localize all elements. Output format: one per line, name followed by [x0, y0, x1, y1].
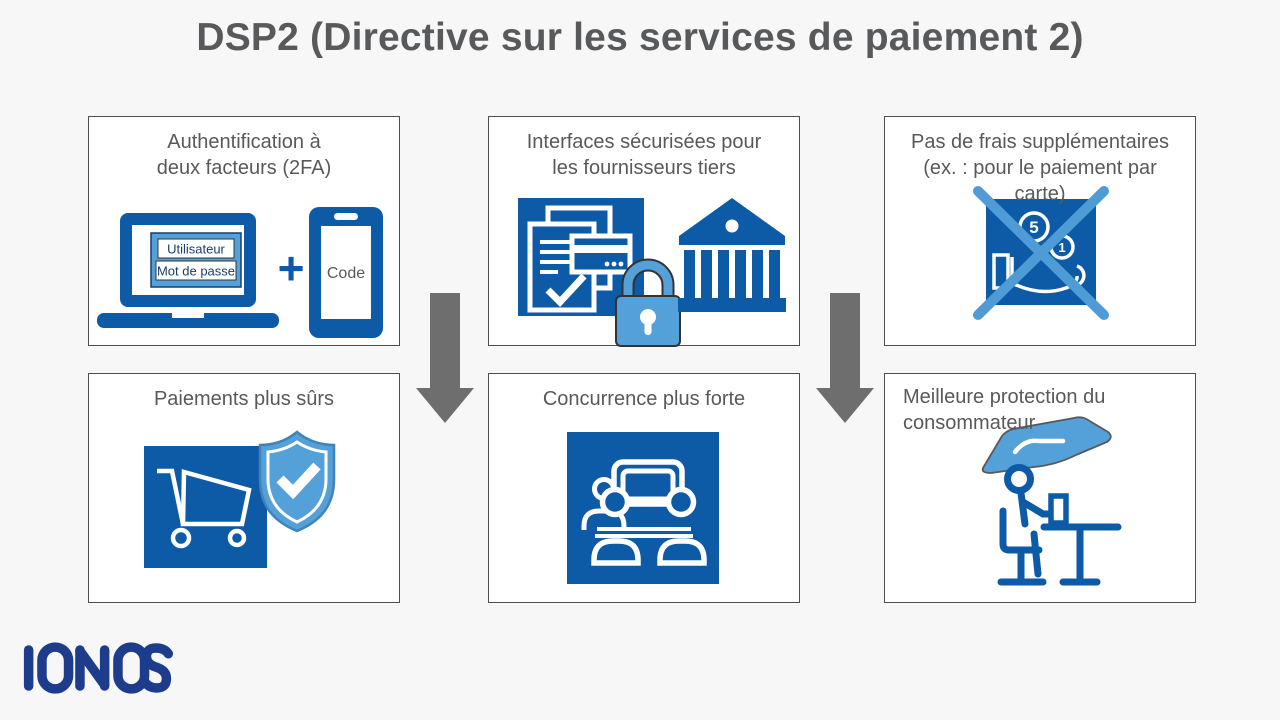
coin-one-label: 1 [1058, 240, 1065, 255]
card-secure-interfaces: Interfaces sécurisées pour les fournisse… [488, 116, 800, 347]
consumer-at-desk-icon [997, 464, 1122, 586]
bank-icon [678, 198, 786, 312]
card-title-line: deux facteurs (2FA) [156, 157, 332, 179]
card-title: Meilleure protection du consommateur [903, 384, 1185, 436]
plus-icon: + [278, 242, 305, 294]
card-title: Pas de frais supplémentaires (ex. : pour… [895, 129, 1185, 207]
card-two-factor-authentication: Authentification à deux facteurs (2FA) U… [88, 116, 400, 346]
card-title-line: carte) [1014, 183, 1066, 205]
down-arrow-head [816, 388, 874, 423]
password-input [155, 260, 237, 281]
smartphone-icon: Code [309, 207, 383, 338]
card-title-line: Interfaces sécurisées pour [526, 131, 762, 153]
card-title-line: Paiements plus sûrs [153, 388, 335, 410]
consumer-protection-icon [981, 416, 1122, 586]
card-title-line: Concurrence plus forte [542, 388, 746, 410]
username-label: Utilisateur [167, 242, 225, 257]
card-title: Interfaces sécurisées pour les fournisse… [499, 129, 789, 181]
down-arrow-shaft [430, 293, 460, 388]
card-title-line: Pas de frais supplémentaires [911, 131, 1169, 153]
stronger-competition-icon [567, 432, 719, 584]
card-safer-payments: Paiements plus sûrs [88, 373, 400, 603]
safer-payments-icon [144, 430, 336, 568]
card-title-line: Meilleure protection du [903, 386, 1106, 408]
card-stronger-competition: Concurrence plus forte [488, 373, 800, 603]
card-title-line: les fournisseurs tiers [552, 157, 736, 179]
card-no-extra-fees: Pas de frais supplémentaires (ex. : pour… [884, 116, 1196, 346]
padlock-icon [615, 258, 681, 347]
shopping-cart-icon [157, 468, 252, 549]
down-arrow-shaft [830, 293, 860, 388]
password-label: Mot de passe [157, 264, 235, 279]
card-title: Paiements plus sûrs [99, 386, 389, 412]
code-label: Code [327, 265, 365, 282]
checkmark-icon [545, 273, 587, 308]
two-factor-icon: Utilisateur Mot de passe + Code [97, 207, 383, 338]
card-title-line: Authentification à [167, 131, 321, 153]
card-title-line: (ex. : pour le paiement par [923, 157, 1157, 179]
ionos-wordmark-icon [23, 642, 174, 694]
laptop-icon: Utilisateur Mot de passe [97, 213, 279, 328]
no-extra-fees-icon: 5 1 [973, 186, 1109, 320]
secure-interfaces-icon [518, 198, 786, 347]
card-better-consumer-protection: Meilleure protection du consommateur [884, 373, 1196, 603]
meeting-people-icon [581, 459, 707, 566]
card-title: Authentification à deux facteurs (2FA) [99, 129, 389, 181]
coin-five-label: 5 [1029, 218, 1038, 237]
credit-card-icon [569, 233, 633, 275]
card-title-line: consommateur [903, 412, 1036, 434]
down-arrow [816, 293, 874, 423]
shield-check-icon [258, 430, 336, 533]
cross-out-icon [973, 186, 1109, 320]
protecting-hand-icon [981, 416, 1112, 474]
down-arrow [416, 293, 474, 423]
page-title: DSP2 (Directive sur les services de paie… [196, 16, 1084, 59]
ionos-logo: IONOS [22, 642, 174, 694]
card-title: Concurrence plus forte [499, 386, 789, 412]
down-arrow-head [416, 388, 474, 423]
username-input [157, 238, 235, 259]
